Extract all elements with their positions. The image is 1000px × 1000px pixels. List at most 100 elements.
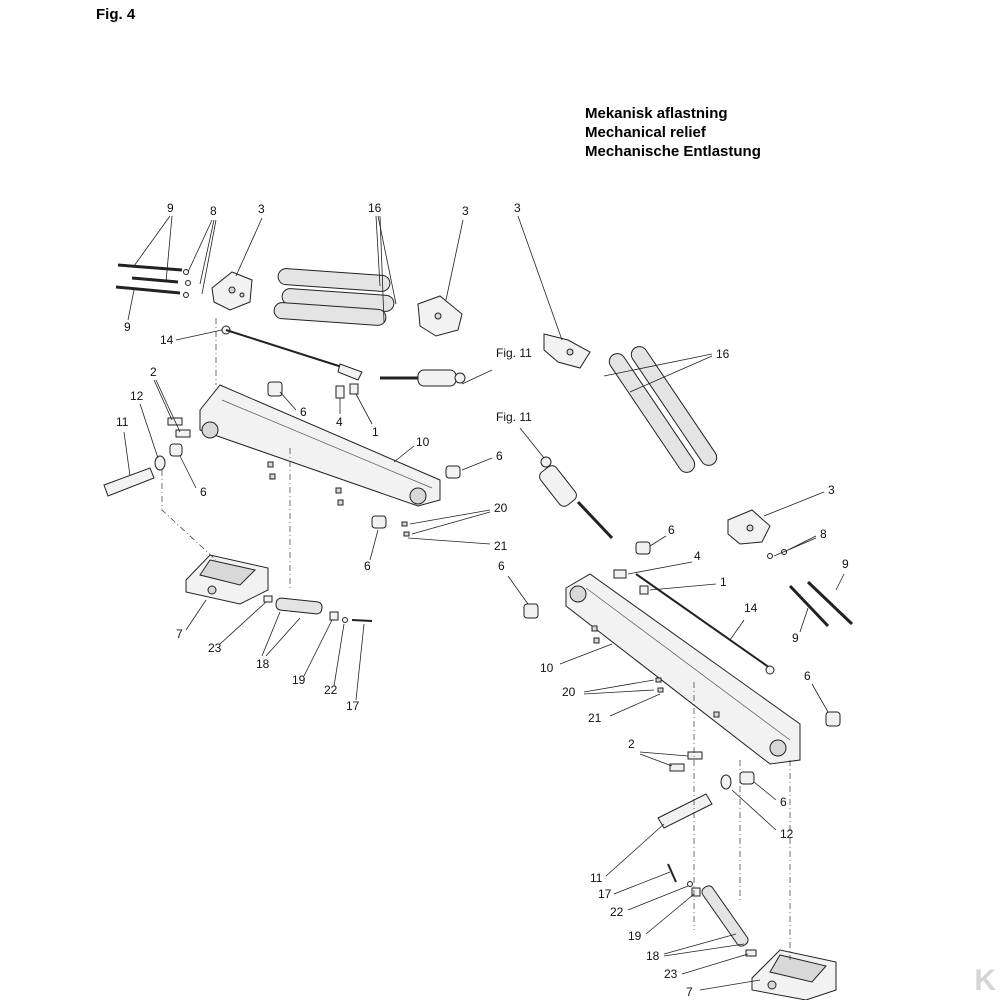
callout-22-left: 22 (324, 683, 338, 697)
callout-21-right: 21 (588, 711, 602, 725)
rod-14-right (635, 573, 775, 675)
bush-6-left-b (169, 443, 183, 457)
pin-9-right-a (788, 584, 830, 628)
callout-20-left: 20 (494, 501, 508, 515)
bracket-3-right-a (543, 333, 591, 369)
callout-23-left: 23 (208, 641, 222, 655)
clip-23-left (263, 595, 273, 603)
callout-21-left: 21 (494, 539, 508, 553)
callout-6-right-d: 6 (780, 795, 787, 809)
callout-3-right-a: 3 (514, 201, 521, 215)
callout-3-right-b: 3 (828, 483, 835, 497)
clip-23-right (745, 949, 757, 957)
bush-6-left-d (371, 515, 387, 529)
callout-6-right-c: 6 (804, 669, 811, 683)
rod-14-left (221, 325, 363, 381)
washer-22-right (687, 881, 693, 887)
cylinder-right (539, 456, 614, 540)
cylinder-left (380, 369, 466, 387)
bush-6-left-c (445, 465, 461, 479)
arm-10-right (565, 573, 801, 765)
brand-watermark: K (974, 964, 996, 997)
callout-9-right-b: 9 (792, 631, 799, 645)
callout-17-right: 17 (598, 887, 612, 901)
callout-2-left: 2 (150, 365, 157, 379)
springs-16-right (608, 346, 718, 473)
callout-20-right: 20 (562, 685, 576, 699)
fittings-right (591, 625, 720, 718)
bush-6-right-b (523, 603, 539, 619)
callout-10-left: 10 (416, 435, 430, 449)
shaft-11-right (657, 793, 713, 829)
callout-22-right: 22 (610, 905, 624, 919)
bolt-17-right (667, 863, 677, 883)
callout-11-left: 11 (116, 415, 129, 429)
callout-7-right: 7 (686, 985, 693, 999)
nut-1-left (349, 383, 359, 395)
pin-2-left-b (175, 429, 191, 438)
callout-3-left-b: 3 (462, 204, 469, 218)
spring-18-left (275, 597, 323, 615)
callout-8-right: 8 (820, 527, 827, 541)
callouts-right: 3 16 Fig. 11 3 8 9 9 6 4 1 6 14 (496, 201, 849, 999)
callout-6-right-a: 6 (668, 523, 675, 537)
callout-14-right: 14 (744, 601, 758, 615)
callout-1-right: 1 (720, 575, 727, 589)
pin-2-right-a (687, 751, 703, 760)
callout-3-left-a: 3 (258, 202, 265, 216)
bush-6-right-c (825, 711, 841, 727)
callout-17-left: 17 (346, 699, 360, 713)
fig-ref-right: Fig. 11 (496, 410, 532, 424)
right-assembly (523, 333, 854, 1000)
pivot-base-7-right (751, 949, 837, 1000)
callout-6-right-b: 6 (498, 559, 505, 573)
callout-6-left-d: 6 (364, 559, 371, 573)
washer-12-right (720, 774, 732, 790)
springs-16-left (273, 268, 395, 326)
callout-12-right: 12 (780, 827, 794, 841)
pin-9-right-b (806, 580, 854, 626)
callout-6-left-b: 6 (496, 449, 503, 463)
heading-german: Mechanische Entlastung (585, 143, 761, 160)
callout-19-left: 19 (292, 673, 306, 687)
callout-1-left: 1 (372, 425, 379, 439)
callout-4-left: 4 (336, 415, 343, 429)
callout-23-right: 23 (664, 967, 678, 981)
shaft-11-left (103, 467, 155, 497)
callout-14-left: 14 (160, 333, 174, 347)
heading-danish: Mekanisk aflastning (585, 105, 728, 122)
callout-16-right: 16 (716, 347, 730, 361)
hook-19-left (329, 611, 339, 621)
callout-16-left: 16 (368, 201, 382, 215)
spring-18-right (701, 885, 749, 947)
callout-10-right: 10 (540, 661, 554, 675)
callout-7-left: 7 (176, 627, 183, 641)
washer-8-right-a (767, 553, 773, 559)
pin-2-right-b (669, 763, 685, 772)
figure-headings: Mekanisk aflastning Mechanical relief Me… (585, 104, 761, 161)
figure-title: Fig. 4 (96, 6, 136, 23)
bush-4-left (335, 385, 345, 399)
bracket-3-left-a (211, 271, 253, 311)
callout-19-right: 19 (628, 929, 642, 943)
bush-6-left-a (267, 381, 283, 397)
heading-english: Mechanical relief (585, 124, 706, 141)
callout-8-left: 8 (210, 204, 217, 218)
callouts-left: 9 8 3 16 3 9 14 2 (116, 201, 532, 713)
callout-9-left-bottom: 9 (124, 320, 131, 334)
callout-6-left-a: 6 (300, 405, 307, 419)
callout-11-right: 11 (590, 871, 603, 885)
nut-1-right (639, 585, 649, 595)
bracket-3-left-b (417, 295, 463, 337)
bush-6-right-d (739, 771, 755, 785)
callout-18-left: 18 (256, 657, 270, 671)
callout-6-left-c: 6 (200, 485, 207, 499)
callout-18-right: 18 (646, 949, 660, 963)
fig-ref-left: Fig. 11 (496, 346, 532, 360)
pin-9-left (115, 263, 191, 298)
bush-4-right (613, 569, 627, 579)
callout-4-right: 4 (694, 549, 701, 563)
hook-19-right (691, 887, 701, 897)
fittings-left (267, 461, 410, 537)
